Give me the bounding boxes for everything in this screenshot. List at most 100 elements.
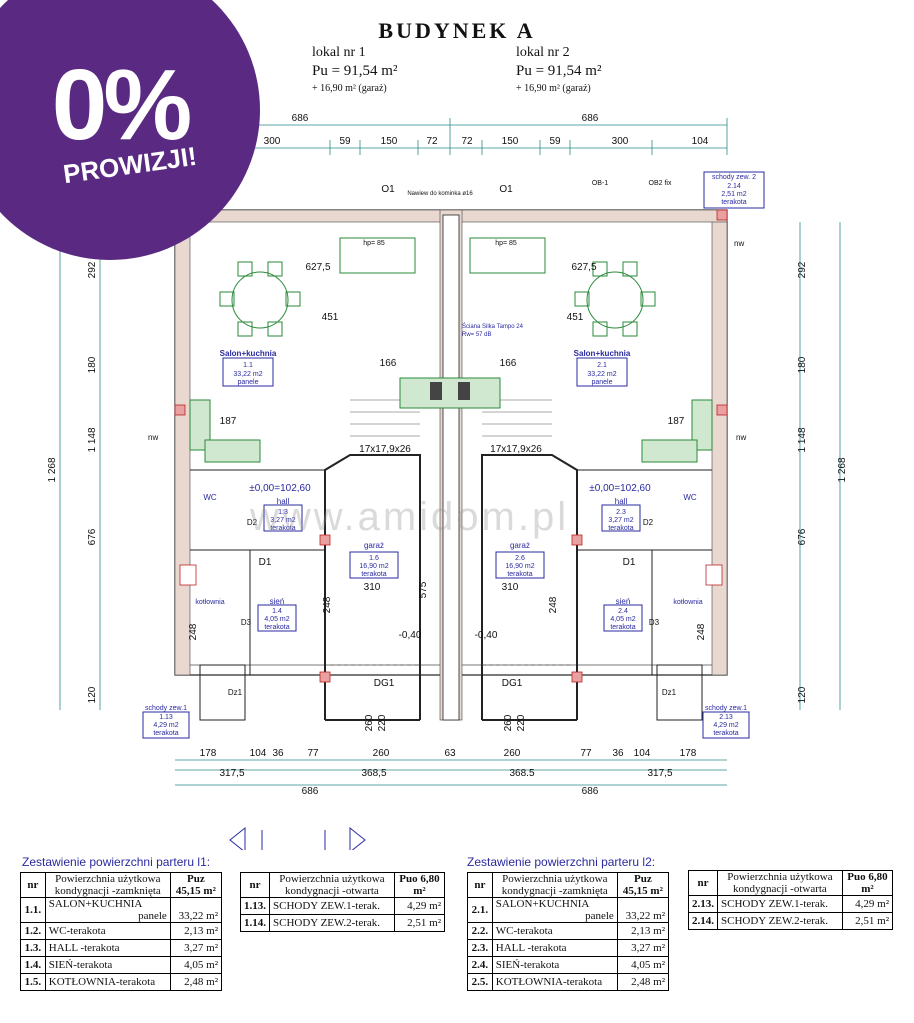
t2-row-name: SCHODY ZEW.1-terak. bbox=[269, 897, 395, 915]
dim-top-150-right: 150 bbox=[502, 136, 519, 147]
stairs-ext1-left-area: 4,29 m2 bbox=[153, 722, 178, 729]
room-sien-left-id: 1.4 bbox=[272, 608, 282, 615]
t3-row-name: WC-terakota bbox=[491, 922, 618, 940]
kotlownia-right: kotłownia bbox=[673, 599, 702, 606]
th-name: Powierzchnia użytkowa kondygnacji -otwar… bbox=[717, 870, 843, 896]
room-salon-right-name: Salon+kuchnia bbox=[574, 349, 631, 358]
dim-248-b: 248 bbox=[188, 623, 199, 640]
section-marker-icon bbox=[229, 826, 366, 850]
t1-row-name: SIEŃ-terakota bbox=[44, 956, 171, 974]
dim-451-right: 451 bbox=[567, 312, 584, 323]
room-garage-right-id: 2.6 bbox=[515, 555, 525, 562]
dim-right-180: 180 bbox=[797, 356, 808, 373]
unit2-info: lokal nr 2 Pu = 91,54 m² + 16,90 m² (gar… bbox=[516, 44, 601, 98]
gate-dg1-right: DG1 bbox=[502, 678, 523, 689]
dim-bottom-104-left: 104 bbox=[250, 748, 267, 759]
dim-220-right: 220 bbox=[516, 714, 527, 731]
dim-bottom-178-left: 178 bbox=[200, 748, 217, 759]
dim-top-72-right: 72 bbox=[461, 136, 473, 147]
dim-left-180: 180 bbox=[87, 356, 98, 373]
dim-bottom-36-left: 36 bbox=[272, 748, 284, 759]
nw-left-2: nw bbox=[148, 433, 158, 442]
wall-note2: Rw= 57 dB bbox=[462, 332, 492, 338]
t1-row-nr: 1.2. bbox=[20, 922, 46, 940]
room-sien-right-area: 4,05 m2 bbox=[610, 616, 635, 623]
floor-plan: 686 686 300 59 150 72 72 150 59 300 104 … bbox=[47, 113, 848, 850]
chimney-note: Nawiew do kominka ø16 bbox=[407, 191, 473, 197]
wall-note: Ściana Silka Tampo 24 bbox=[462, 322, 524, 330]
sofa-icon bbox=[339, 237, 546, 274]
room-sien-left-area: 4,05 m2 bbox=[264, 616, 289, 623]
stairs-ext2-name: schody zew. 2 bbox=[712, 174, 756, 181]
t2-row-val: 4,29 m² bbox=[393, 897, 446, 915]
table-closed-l2: nr Powierzchnia użytkowa kondygnacji -za… bbox=[467, 872, 670, 991]
t3-row-val: 3,27 m² bbox=[616, 939, 670, 957]
dim-627-left: 627,5 bbox=[305, 262, 330, 273]
building-title: BUDYNEK A bbox=[378, 18, 536, 43]
room-salon-left-floor: panele bbox=[237, 379, 258, 386]
ob-left: OB-1 bbox=[592, 180, 608, 187]
hp-left: hp= 85 bbox=[363, 240, 385, 247]
dim-451-left: 451 bbox=[322, 312, 339, 323]
t1-row-val: 2,48 m² bbox=[169, 973, 223, 991]
t4-row-nr: 2.14. bbox=[688, 912, 718, 930]
t1-row-nr: 1.4. bbox=[20, 956, 46, 974]
dim-top-72-left: 72 bbox=[426, 136, 438, 147]
table-closed-l1: nr Powierzchnia użytkowa kondygnacji -za… bbox=[20, 872, 223, 991]
room-salon-right-id: 2.1 bbox=[597, 362, 607, 369]
unit1-pu: Pu = 91,54 m² bbox=[312, 63, 398, 79]
dz1-left: Dz1 bbox=[228, 688, 243, 697]
stairs-ext2-area: 2,51 m2 bbox=[721, 191, 746, 198]
d2-left: D2 bbox=[247, 518, 258, 527]
watermark: www.amidom.pl bbox=[250, 495, 570, 539]
room-garage-left-name: garaż bbox=[364, 541, 384, 550]
dim-260-right: 260 bbox=[503, 714, 514, 731]
th-val: Puo 6,80 m² bbox=[393, 872, 446, 898]
t1-row-val: 33,22 m² bbox=[169, 897, 223, 923]
stairs-right: 17x17,9x26 bbox=[490, 444, 542, 455]
dim-bottom-77-left: 77 bbox=[307, 748, 319, 759]
unit2-pu: Pu = 91,54 m² bbox=[516, 63, 602, 79]
gate-dg1-left: DG1 bbox=[374, 678, 395, 689]
dim-260-left: 260 bbox=[364, 714, 375, 731]
nw-right-2: nw bbox=[736, 433, 746, 442]
room-garage-right-floor: terakota bbox=[507, 571, 532, 578]
th-name: Powierzchnia użytkowa kondygnacji -otwar… bbox=[269, 872, 395, 898]
th-val: Puo 6,80 m² bbox=[841, 870, 894, 896]
kitchen-counter-icon bbox=[189, 377, 713, 463]
t2-row-nr: 1.13. bbox=[240, 897, 270, 915]
t1-row-name: WC-terakota bbox=[44, 922, 171, 940]
stairs-ext1-left-name: schody zew.1 bbox=[145, 705, 187, 712]
room-salon-left-id: 1.1 bbox=[243, 362, 253, 369]
dimension-lines-top bbox=[59, 124, 841, 786]
dim-left-120: 120 bbox=[87, 686, 98, 703]
t3-row-nr: 2.3. bbox=[467, 939, 493, 957]
stairs-ext1-left-floor: terakota bbox=[153, 730, 178, 737]
d2-right: D2 bbox=[643, 518, 654, 527]
dim-bottom-260-left: 260 bbox=[373, 748, 390, 759]
th-name: Powierzchnia użytkowa kondygnacji -zamkn… bbox=[44, 872, 171, 898]
room-garage-left-floor: terakota bbox=[361, 571, 386, 578]
t3-row-val: 2,48 m² bbox=[616, 973, 670, 991]
ob-right: OB2 fix bbox=[649, 180, 672, 187]
dim-bottom-317-right: 317,5 bbox=[647, 768, 672, 779]
door-d1-right: D1 bbox=[623, 557, 636, 568]
interior-walls bbox=[190, 469, 712, 721]
hp-right: hp= 85 bbox=[495, 240, 517, 247]
room-hall-left-area: 3,27 m2 bbox=[270, 517, 295, 524]
t4-row-name: SCHODY ZEW.1-terak. bbox=[717, 895, 843, 913]
dim-166-right: 166 bbox=[500, 358, 517, 369]
t3-row-nr: 2.5. bbox=[467, 973, 493, 991]
room-garage-right-name: garaż bbox=[510, 541, 530, 550]
room-hall-right-floor: terakota bbox=[608, 525, 633, 532]
t3-row-val: 33,22 m² bbox=[616, 897, 670, 923]
door-d1-left: D1 bbox=[259, 557, 272, 568]
dim-bottom-686-right: 686 bbox=[582, 786, 599, 797]
room-sien-right-floor: terakota bbox=[610, 624, 635, 631]
room-hall-left-id: 1.3 bbox=[278, 509, 288, 516]
room-garage-left-area: 16,90 m2 bbox=[359, 563, 388, 570]
wc-left: WC bbox=[203, 493, 217, 502]
th-nr: nr bbox=[240, 872, 270, 898]
